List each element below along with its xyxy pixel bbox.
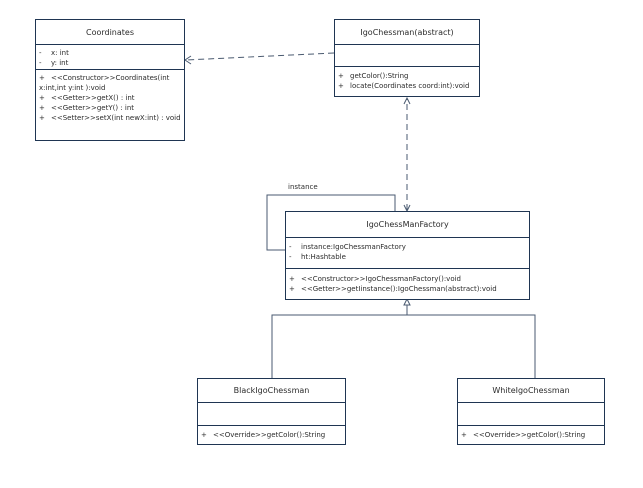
visibility-marker: + bbox=[39, 74, 45, 82]
method-row: + <<Override>>getColor():String bbox=[461, 430, 604, 440]
method-text: locate(Coordinates coord:int):void bbox=[350, 82, 470, 90]
class-title: IgoChessman(abstract) bbox=[335, 20, 479, 45]
attribute-text: ht:Hashtable bbox=[301, 253, 346, 261]
methods-section: + <<Constructor>>IgoChessmanFactory():voi… bbox=[286, 269, 529, 294]
visibility-marker: + bbox=[289, 275, 295, 283]
methods-section: + <<Override>>getColor():String bbox=[198, 426, 345, 440]
class-title: WhiteIgoChessman bbox=[458, 379, 604, 403]
self-association-label: instance bbox=[288, 183, 318, 191]
method-text: <<Override>>getColor():String bbox=[473, 431, 586, 439]
visibility-marker: + bbox=[289, 285, 295, 293]
generalization-line-black bbox=[271, 314, 407, 378]
method-text: <<Getter>>getIinstance():IgoChessman(abs… bbox=[301, 285, 497, 293]
visibility-marker: + bbox=[39, 104, 45, 112]
dependency-arrowhead-coordinates bbox=[184, 55, 192, 65]
visibility-marker: + bbox=[338, 82, 344, 90]
attributes-section bbox=[198, 403, 345, 426]
method-row: +<<Constructor>>Coordinates(int x:int,in… bbox=[39, 73, 184, 93]
visibility-marker: + bbox=[461, 431, 467, 439]
attribute-text: instance:IgoChessmanFactory bbox=[301, 243, 406, 251]
visibility-marker: - bbox=[39, 49, 42, 57]
class-black-igo-chessman[interactable]: BlackIgoChessman + <<Override>>getColor()… bbox=[197, 378, 346, 445]
method-row: + <<Constructor>>IgoChessmanFactory():voi… bbox=[289, 274, 529, 284]
attribute-text: x: int bbox=[51, 49, 69, 57]
class-igo-chessman[interactable]: IgoChessman(abstract) + getColor():String… bbox=[334, 19, 480, 97]
method-row: + getColor():String bbox=[338, 71, 479, 81]
visibility-marker: + bbox=[39, 94, 45, 102]
attribute-row: - y: int bbox=[39, 58, 184, 68]
attribute-text: y: int bbox=[51, 59, 69, 67]
method-text: <<Setter>>setX(int newX:int) : void bbox=[51, 114, 181, 122]
attribute-row: - instance:IgoChessmanFactory bbox=[289, 242, 529, 252]
method-row: + <<Override>>getColor():String bbox=[201, 430, 345, 440]
attributes-section: - x: int - y: int bbox=[36, 45, 184, 70]
class-coordinates[interactable]: Coordinates -x: int -y: int +<<Construct… bbox=[35, 19, 185, 141]
methods-section: +<<Constructor>>Coordinates(int x:int,in… bbox=[36, 70, 184, 123]
attributes-section bbox=[458, 403, 604, 426]
class-igo-chessman-factory[interactable]: IgoChessManFactory - instance:IgoChessman… bbox=[285, 211, 530, 300]
visibility-marker: + bbox=[338, 72, 344, 80]
method-text: <<Constructor>>IgoChessmanFactory():void bbox=[301, 275, 461, 283]
class-title: Coordinates bbox=[36, 20, 184, 45]
attributes-section: - instance:IgoChessmanFactory - ht:Hashtab… bbox=[286, 238, 529, 269]
visibility-marker: - bbox=[289, 243, 292, 251]
method-row: + <<Getter>>getY() : int bbox=[39, 103, 184, 113]
generalization-arrowhead bbox=[403, 297, 411, 306]
visibility-marker: - bbox=[289, 253, 292, 261]
method-text: <<Override>>getColor():String bbox=[213, 431, 326, 439]
self-association-line bbox=[266, 194, 396, 251]
class-title: IgoChessManFactory bbox=[286, 212, 529, 238]
method-text: <<Getter>>getY() : int bbox=[51, 104, 135, 112]
method-row: + <<Setter>>setX(int newX:int) : void bbox=[39, 113, 184, 123]
visibility-marker: + bbox=[201, 431, 207, 439]
visibility-marker: + bbox=[39, 114, 45, 122]
method-row: + locate(Coordinates coord:int):void bbox=[338, 81, 479, 91]
method-text: getColor():String bbox=[350, 72, 409, 80]
class-white-igo-chessman[interactable]: WhiteIgoChessman + <<Override>>getColor()… bbox=[457, 378, 605, 445]
generalization-line-white bbox=[407, 314, 536, 378]
attribute-row: - x: int bbox=[39, 48, 184, 58]
methods-section: + <<Override>>getColor():String bbox=[458, 426, 604, 440]
methods-section: + getColor():String + locate(Coordinates c… bbox=[335, 67, 479, 91]
dependency-arrowhead-up bbox=[403, 96, 411, 105]
method-row: + <<Getter>>getIinstance():IgoChessman(ab… bbox=[289, 284, 529, 294]
dependency-line-coordinates bbox=[185, 52, 335, 61]
method-row: + <<Getter>>getX() : int bbox=[39, 93, 184, 103]
class-title: BlackIgoChessman bbox=[198, 379, 345, 403]
visibility-marker: - bbox=[39, 59, 42, 67]
method-text: <<Constructor>>Coordinates(int x:int,int… bbox=[39, 74, 170, 92]
method-text: <<Getter>>getX() : int bbox=[51, 94, 135, 102]
attributes-section bbox=[335, 45, 479, 67]
attribute-row: - ht:Hashtable bbox=[289, 252, 529, 262]
